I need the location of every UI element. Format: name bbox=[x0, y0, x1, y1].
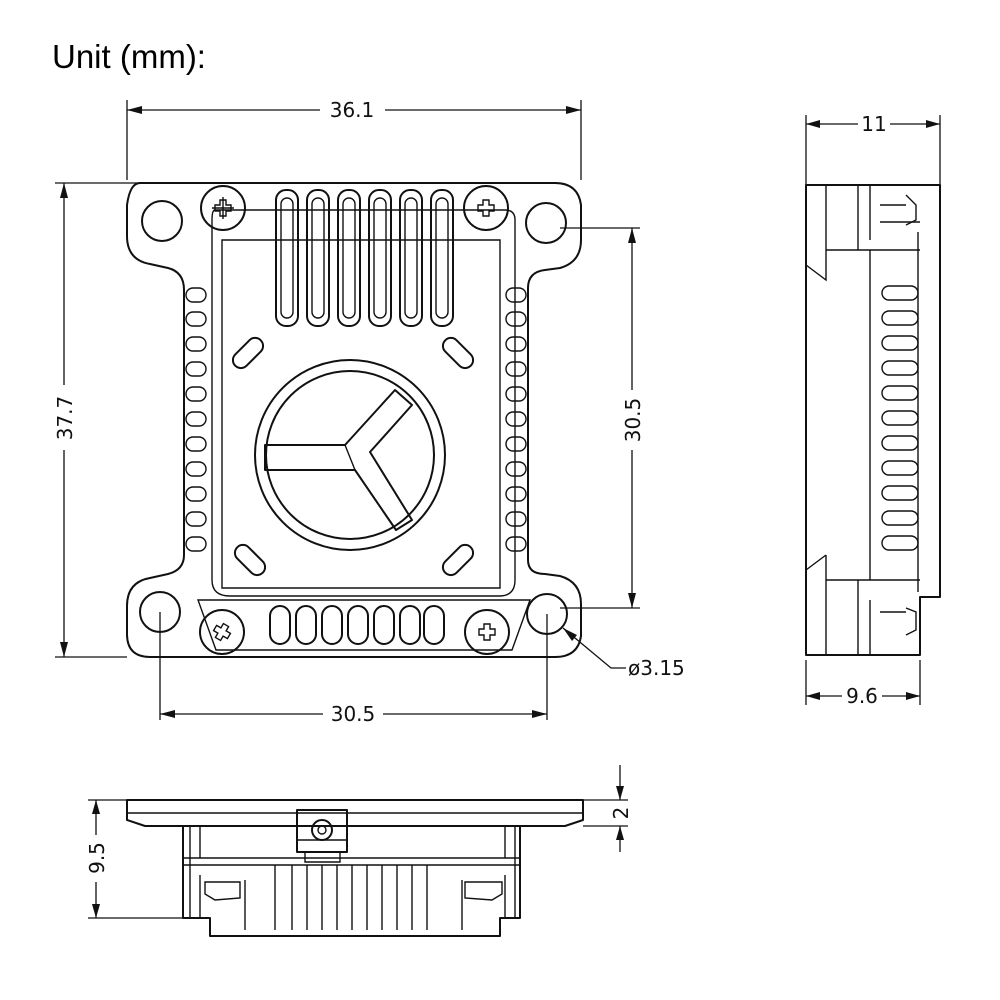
angled-slots bbox=[231, 336, 475, 577]
dim-side-inner-width bbox=[805, 660, 921, 705]
front-view bbox=[126, 799, 584, 937]
top-view-lower-frame bbox=[197, 599, 531, 651]
top-view-inner-frame bbox=[211, 209, 516, 597]
screw-tr bbox=[463, 185, 509, 231]
dim-mount-vertical bbox=[560, 227, 640, 609]
top-view bbox=[126, 182, 582, 658]
dim-hole-diameter-label: ø3.15 bbox=[628, 656, 685, 680]
screw-bl bbox=[199, 609, 245, 655]
dim-height-label: 37.7 bbox=[53, 396, 77, 441]
top-vent-slots bbox=[275, 189, 454, 327]
dim-bottom-height bbox=[88, 799, 183, 919]
screw-br bbox=[464, 609, 510, 655]
dim-side-width bbox=[805, 115, 941, 185]
dim-bottom-height-label: 9.5 bbox=[85, 842, 109, 874]
mount-hole-tr bbox=[525, 202, 567, 244]
antenna-connector bbox=[296, 809, 348, 863]
side-view bbox=[805, 184, 941, 656]
screw-tl bbox=[200, 185, 246, 231]
dim-hole-diameter bbox=[562, 627, 626, 669]
side-view-fins bbox=[881, 285, 919, 551]
bottom-vent-slots bbox=[269, 605, 445, 645]
right-side-fins bbox=[505, 287, 527, 552]
front-view-body bbox=[182, 825, 521, 937]
mount-hole-tl bbox=[141, 200, 183, 242]
dim-flange-thickness-label: 2 bbox=[609, 807, 633, 820]
top-view-outline bbox=[126, 182, 582, 658]
front-view-fins bbox=[244, 865, 463, 930]
fan bbox=[254, 359, 446, 551]
dim-side-width-label: 11 bbox=[861, 112, 886, 136]
dim-flange-thickness bbox=[583, 765, 628, 852]
dim-height bbox=[55, 182, 140, 658]
top-view-panel bbox=[221, 239, 501, 589]
dim-side-inner-width-label: 9.6 bbox=[846, 684, 878, 708]
dim-top-width bbox=[126, 100, 582, 180]
unit-title: Unit (mm): bbox=[52, 38, 206, 75]
dim-mount-horizontal bbox=[159, 612, 548, 720]
dim-mount-vertical-label: 30.5 bbox=[621, 398, 645, 443]
dim-top-width-label: 36.1 bbox=[330, 98, 375, 122]
left-side-fins bbox=[185, 287, 207, 552]
dim-mount-horizontal-label: 30.5 bbox=[331, 702, 376, 726]
